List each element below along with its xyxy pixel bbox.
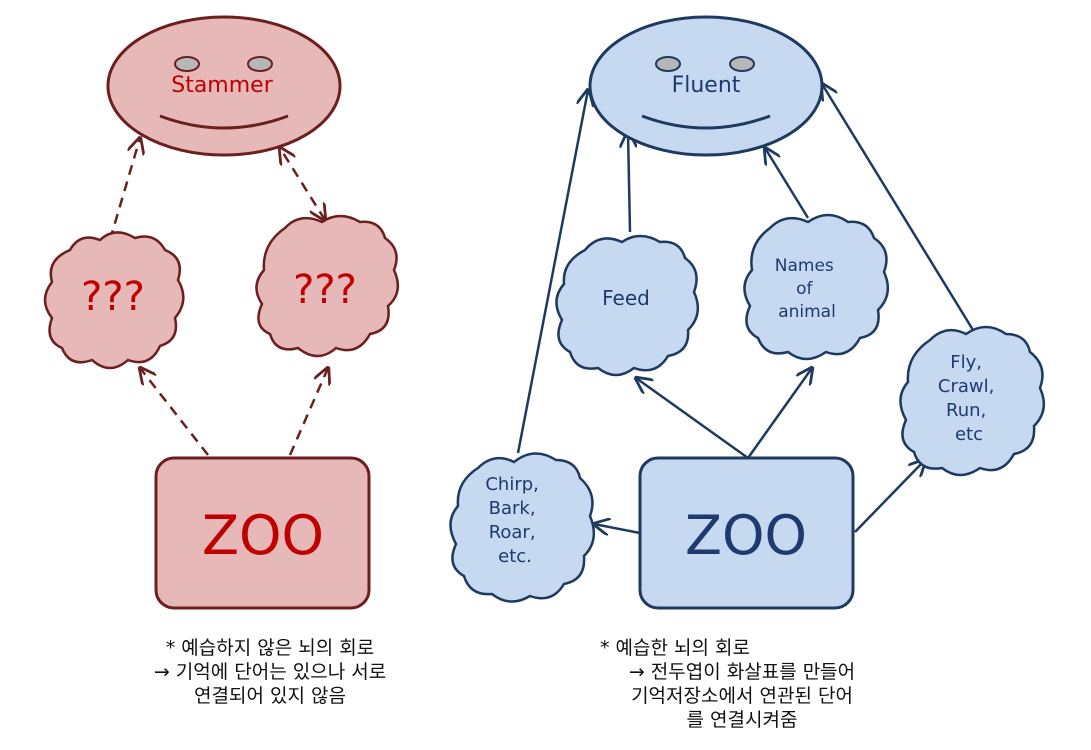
stammer-smile [159,114,289,130]
right-caption-line-4: 를 연결시켜줌 [686,709,798,731]
right-caption-line-2: → 전두엽이 화살표를 만들어 [628,661,856,683]
left-arrow-cloud1-to-face [108,138,140,241]
right-zoo-box-rect [638,456,855,610]
right-zoo-box: ZOO [638,456,855,610]
left-cloud-2-shape [255,214,400,358]
arrow-fly-to-face [822,84,975,331]
stammer-face: Stammer [106,15,342,157]
fly-cloud: Fly, Crawl, Run, etc [899,325,1046,477]
arrow-names-to-face [765,148,810,219]
left-caption-line-1: * 예습하지 않은 뇌의 회로 [165,637,375,659]
chirp-cloud: Chirp, Bark, Roar, etc. [449,452,596,603]
arrow-zoo-to-feed [636,378,749,460]
fly-cloud-line-1: Fly, [950,352,982,373]
fly-cloud-line-3: Run, [946,400,986,421]
fluent-label: Fluent [672,73,741,98]
names-cloud-line-1: Names [775,256,834,276]
left-cloud-2: ??? [255,214,400,358]
names-cloud-shape [743,213,890,361]
fly-cloud-line-4: etc [955,424,983,445]
left-caption-line-2: → 기억에 단어는 있으나 서로 [153,661,387,683]
left-zoo-box: ZOO [154,456,371,610]
names-cloud-line-3: animal [778,302,836,322]
left-caption: * 예습하지 않은 뇌의 회로 → 기억에 단어는 있으나 서로 연결되어 있지… [120,636,420,708]
fly-cloud-label: Fly, Crawl, Run, etc [938,352,1000,445]
left-caption-line-3: 연결되어 있지 않음 [194,685,346,707]
arrow-zoo-to-fly [854,460,925,533]
arrow-chirp-to-face [516,90,588,454]
names-cloud-label: Names of animal [775,256,839,322]
right-caption-line-1: * 예습한 뇌의 회로 [600,637,750,659]
left-cloud-1: ??? [43,231,185,370]
fly-cloud-shape [899,325,1046,477]
chirp-cloud-line-3: Roar, [489,522,536,543]
left-cloud-1-label: ??? [81,274,145,320]
stammer-label: Stammer [171,73,273,98]
feed-cloud-shape [555,234,700,377]
fluent-face: Fluent [588,15,824,157]
chirp-cloud-shape [449,452,596,603]
left-zoo-box-rect [154,456,371,610]
feed-cloud-label: Feed [602,286,650,310]
fluent-smile [641,114,771,130]
stammer-left-eye [174,56,200,72]
chirp-cloud-line-1: Chirp, [485,474,539,495]
left-arrow-zoo-to-cloud1 [140,368,209,456]
arrow-zoo-to-names [746,368,812,459]
arrow-zoo-to-chirp [594,524,641,533]
chirp-cloud-line-2: Bark, [489,498,536,519]
left-arrow-zoo-to-cloud2 [288,368,328,456]
stammer-face-outline [106,15,342,157]
chirp-cloud-line-4: etc. [498,546,532,567]
right-caption-line-3: 기억저장소에서 연관된 단어 [631,685,853,707]
right-caption: * 예습한 뇌의 회로 → 전두엽이 화살표를 만들어 기억저장소에서 연관된 … [592,636,892,732]
right-arrows [516,84,975,533]
left-arrows [108,138,328,456]
left-cloud-2-label: ??? [293,267,357,313]
left-arrow-cloud2-to-face [280,148,325,220]
fluent-face-outline [588,15,824,157]
left-zoo-label: ZOO [202,504,324,567]
stammer-right-eye [247,56,273,72]
names-cloud-line-2: of [796,279,813,299]
feed-cloud: Feed [555,234,700,377]
fluent-left-eye [655,56,681,72]
arrow-feed-to-face [628,132,630,233]
left-cloud-1-shape [43,231,185,370]
fly-cloud-line-2: Crawl, [938,376,994,397]
chirp-cloud-label: Chirp, Bark, Roar, etc. [485,474,544,567]
right-zoo-label: ZOO [685,504,807,567]
fluent-right-eye [729,56,755,72]
names-cloud: Names of animal [743,213,890,361]
